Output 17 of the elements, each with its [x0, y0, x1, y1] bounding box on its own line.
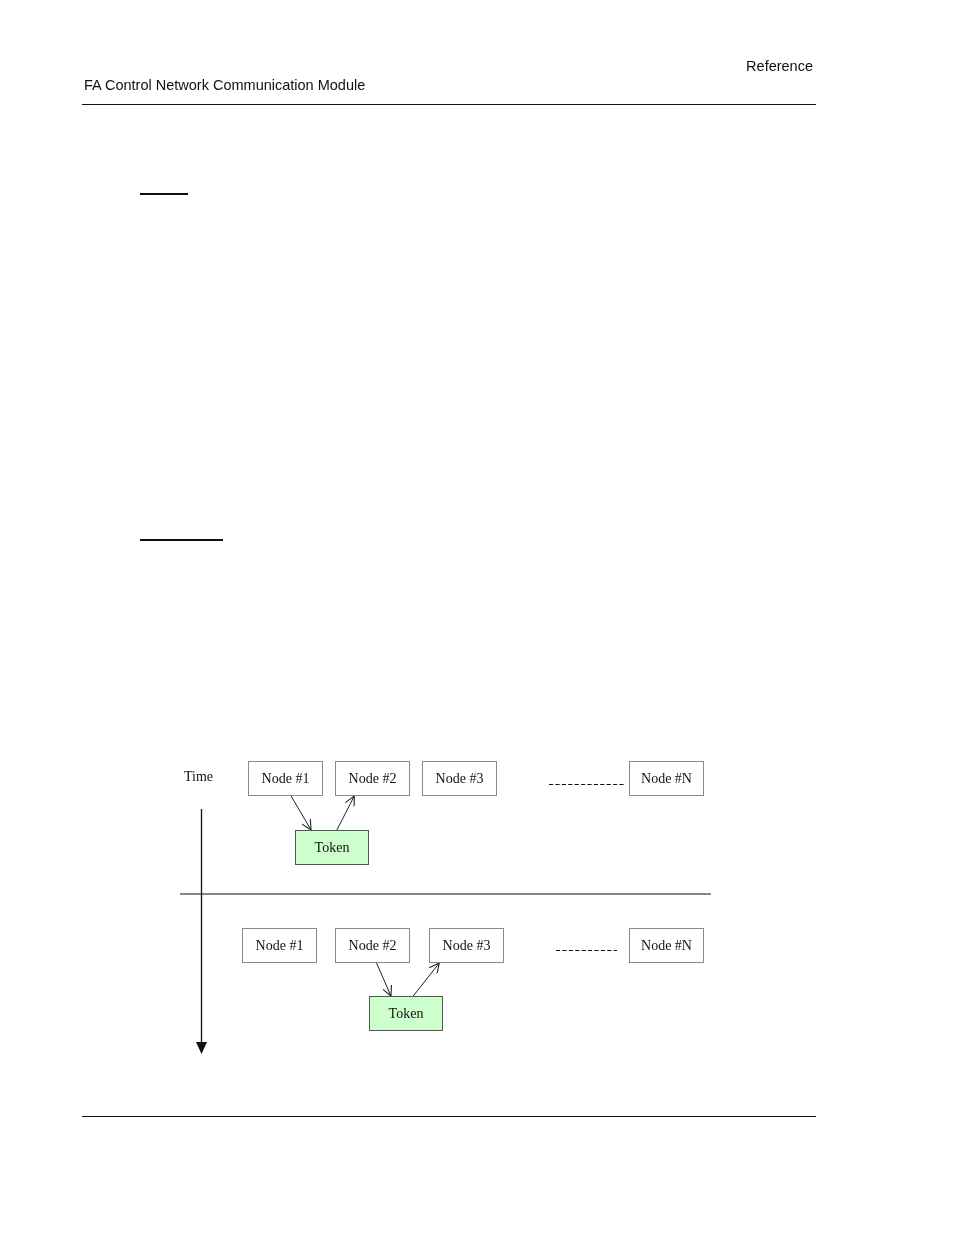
node-box: Node #2 — [335, 928, 410, 963]
arrow — [376, 962, 393, 997]
node-box: Node #1 — [248, 761, 323, 796]
node-box: Node #N — [629, 761, 704, 796]
arrow — [412, 962, 440, 997]
node-box: Node #N — [629, 928, 704, 963]
node-box: Node #2 — [335, 761, 410, 796]
arrow — [290, 795, 312, 831]
token-box: Token — [369, 996, 443, 1031]
header-text: FA Control Network Communication Module — [84, 76, 366, 94]
node-box: Node #3 — [429, 928, 504, 963]
token-box: Token — [295, 830, 369, 865]
axis-label: Time — [184, 768, 214, 786]
node-box: Node #1 — [242, 928, 317, 963]
header-text: Reference — [746, 57, 813, 75]
node-box: Node #3 — [422, 761, 497, 796]
arrow — [336, 795, 355, 831]
